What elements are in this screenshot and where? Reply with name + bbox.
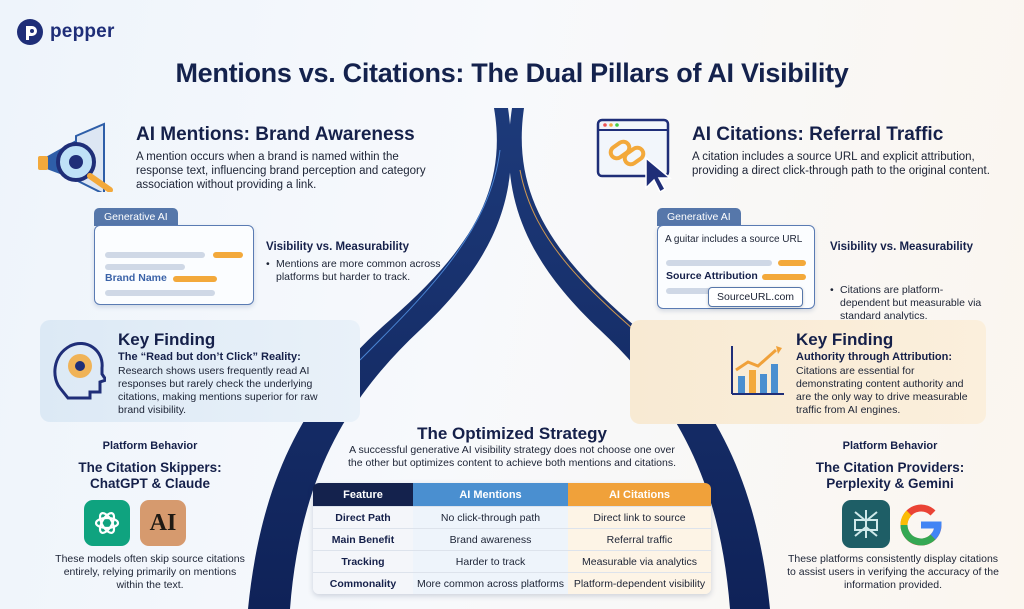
table-cell: Brand awareness (413, 528, 568, 550)
strategy-table: Feature AI Mentions AI Citations Direct … (313, 483, 711, 594)
strategy-table-header-row: Feature AI Mentions AI Citations (313, 483, 711, 506)
table-cell: Main Benefit (313, 528, 413, 550)
mentions-platform-heading: Platform Behavior (102, 440, 198, 452)
strategy-title: The Optimized Strategy (417, 424, 607, 443)
table-row: Main Benefit Brand awareness Referral tr… (313, 528, 711, 550)
strategy-description: A successful generative AI visibility st… (347, 444, 677, 469)
citations-platform-heading: Platform Behavior (842, 440, 938, 452)
perplexity-logo (842, 500, 890, 548)
table-row: Direct Path No click-through path Direct… (313, 506, 711, 528)
pepper-logo-icon (17, 19, 43, 45)
mentions-key-finding-box (40, 320, 360, 422)
table-cell: Harder to track (413, 550, 568, 572)
mentions-description: A mention occurs when a brand is named w… (136, 151, 426, 191)
mentions-key-finding-title: Key Finding (118, 330, 216, 349)
chatgpt-logo (84, 500, 130, 546)
citations-description: A citation includes a source URL and exp… (692, 151, 990, 177)
brand-name-label: Brand Name (105, 272, 167, 284)
source-url-text: SourceURL.com (717, 291, 795, 303)
brain-head-icon (53, 342, 106, 400)
mentions-platform-description: These models often skip source citations… (55, 553, 245, 591)
citations-key-finding-box (630, 320, 986, 424)
table-cell: No click-through path (413, 506, 568, 528)
citations-key-finding-title: Key Finding (796, 330, 894, 349)
citations-title: AI Citations: Referral Traffic (692, 124, 944, 145)
citations-card-line1: A guitar includes a source URL (665, 234, 803, 245)
strategy-header-citations: AI Citations (568, 483, 711, 506)
link-browser-icon (596, 118, 673, 192)
mentions-title: AI Mentions: Brand Awareness (136, 124, 415, 145)
mentions-platform-title-2: ChatGPT & Claude (89, 476, 210, 491)
citations-key-finding-subtitle: Authority through Attribution: (796, 351, 952, 363)
mentions-key-finding-text: Research shows users frequently read AI … (118, 365, 318, 416)
citations-platform-title-1: The Citation Providers: (815, 460, 965, 475)
citations-key-finding-text: Citations are essential for demonstratin… (796, 365, 968, 416)
page-title: Mentions vs. Citations: The Dual Pillars… (175, 58, 849, 88)
strategy-header-feature: Feature (313, 483, 413, 506)
table-cell: Referral traffic (568, 528, 711, 550)
google-g-icon (900, 504, 942, 546)
table-cell: Direct Path (313, 506, 413, 528)
citations-platform-description: These platforms consistently display cit… (787, 553, 999, 591)
strategy-header-mentions: AI Mentions (413, 483, 568, 506)
citations-card-tab: Generative AI (657, 208, 741, 226)
claude-logo: AI (140, 500, 186, 546)
table-cell: Platform-dependent visibility (568, 572, 711, 594)
citations-measure-bullet: Citations are platform-dependent but mea… (830, 284, 990, 323)
bar-chart-growth-icon (731, 346, 784, 395)
table-cell: Commonality (313, 572, 413, 594)
gemini-google-logo (896, 500, 946, 550)
mentions-key-finding-subtitle: The “Read but don’t Click” Reality: (118, 351, 301, 363)
strategy-table-wrap: Feature AI Mentions AI Citations Direct … (313, 483, 711, 594)
table-row: Tracking Harder to track Measurable via … (313, 550, 711, 572)
table-cell: More common across platforms (413, 572, 568, 594)
table-row: Commonality More common across platforms… (313, 572, 711, 594)
megaphone-magnifier-icon (38, 122, 113, 192)
brand-name: pepper (50, 21, 115, 42)
claude-logo-text: AI (149, 509, 177, 536)
citations-card: Generative AI A guitar includes a source… (657, 207, 815, 309)
pepper-logo: pepper (16, 18, 115, 46)
mentions-platform-title-1: The Citation Skippers: (78, 460, 222, 475)
citations-measure-title: Visibility vs. Measurability (830, 241, 973, 253)
table-cell: Direct link to source (568, 506, 711, 528)
table-cell: Tracking (313, 550, 413, 572)
source-attribution-label: Source Attribution (666, 270, 758, 282)
source-url-link[interactable]: SourceURL.com (708, 287, 804, 307)
citations-platform-title-2: Perplexity & Gemini (826, 476, 954, 491)
mentions-measure-title: Visibility vs. Measurability (266, 241, 409, 253)
mentions-card: Generative AI Brand Name (94, 207, 254, 305)
table-cell: Measurable via analytics (568, 550, 711, 572)
mentions-card-tab: Generative AI (94, 208, 178, 226)
mentions-measure-bullet: Mentions are more common across platform… (266, 258, 456, 284)
perplexity-icon (854, 510, 878, 538)
chatgpt-icon (94, 512, 120, 534)
